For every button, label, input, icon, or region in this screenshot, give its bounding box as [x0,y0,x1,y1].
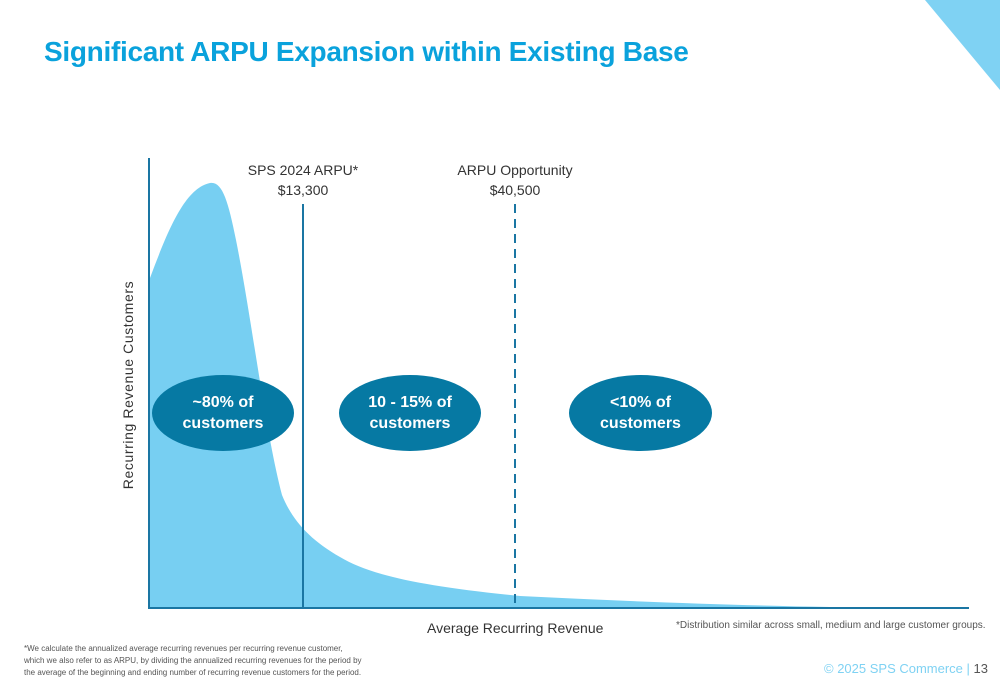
segment-oval-10-15: 10 - 15% of customers [339,375,481,451]
current-arpu-title: SPS 2024 ARPU* [247,162,359,178]
segment-oval-80: ~80% of customers [152,375,294,451]
page-number: 13 [973,661,988,676]
segment-text: customers [600,415,681,432]
segment-oval-10: <10% of customers [569,375,712,451]
distribution-note: *Distribution similar across small, medi… [676,620,986,631]
page-title: Significant ARPU Expansion within Existi… [44,36,689,67]
footnote: *We calculate the annualized average rec… [24,644,362,677]
opportunity-arpu-value: $40,500 [489,182,541,198]
copyright: © 2025 SPS Commerce | [824,661,970,676]
segment-text: ~80% of [192,394,254,411]
x-axis-label: Average Recurring Revenue [427,620,604,636]
current-arpu-value: $13,300 [277,182,329,198]
opportunity-arpu-title: ARPU Opportunity [457,162,573,178]
current-arpu-label: SPS 2024 ARPU* $13,300 [203,160,403,200]
opportunity-arpu-label: ARPU Opportunity $40,500 [415,160,615,200]
segment-text: customers [369,415,451,432]
segment-text: 10 - 15% of [368,394,452,411]
segment-text: <10% of [610,394,671,411]
copyright-footer: © 2025 SPS Commerce | 13 [824,661,988,676]
corner-decoration [925,0,1000,90]
y-axis-label: Recurring Revenue Customers [120,280,136,490]
distribution-area [150,182,968,608]
segment-text: customers [182,415,264,432]
